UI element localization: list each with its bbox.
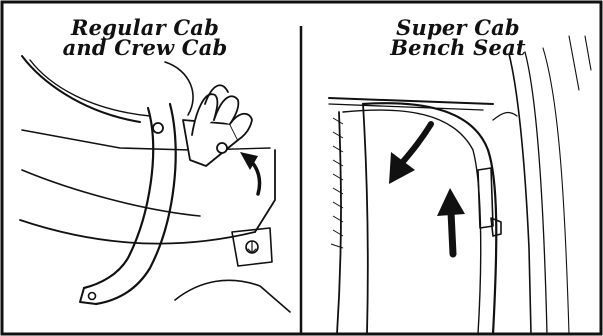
seat-back-left-edge [337, 112, 341, 334]
fold-down-arrow-icon [389, 124, 431, 184]
pull-up-arrow-icon [437, 188, 465, 254]
panel-super-cab: Super Cab Bench Seat [303, 0, 603, 336]
seat-strap [84, 108, 153, 288]
caption-line-2: Bench Seat [388, 38, 528, 58]
caption-line-2: and Crew Cab [60, 38, 230, 58]
caption-regular-cab: Regular Cab and Crew Cab [60, 18, 230, 58]
curved-up-arrow-icon [240, 152, 260, 194]
seat-cushion-edge [22, 130, 190, 150]
seat-back-outline [363, 103, 496, 334]
caption-super-cab: Super Cab Bench Seat [388, 18, 528, 58]
panel-regular-cab: Regular Cab and Crew Cab [0, 0, 300, 336]
